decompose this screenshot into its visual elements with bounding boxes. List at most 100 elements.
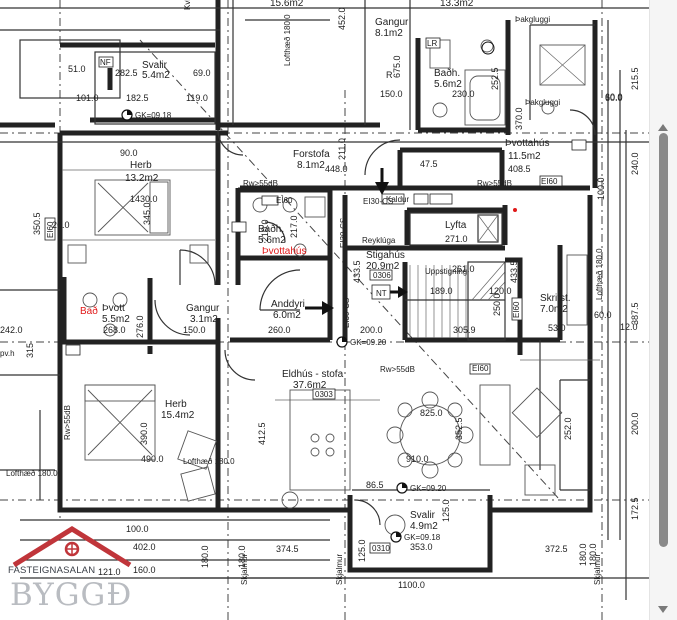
vertical-scrollbar[interactable] [649,0,677,620]
label-reyklugga: Reyklúga [362,236,396,245]
scroll-down-arrow-icon[interactable] [658,606,668,613]
label-kvist: Kvist [183,0,192,10]
dim-1800b: 180.0 [237,545,247,568]
label-pakgluggi-2: Þakgluggi [525,98,560,107]
label-lofthaed-right: Lofthæð 180.0 [595,248,604,300]
room-eldhus-name: Eldhús - stofa [282,369,344,380]
room-bath-mid-area: 5.6m2 [258,235,286,246]
label-ei30-cs-2: EI30-CS [339,218,348,248]
label-pv-h: pv.h [0,349,15,358]
company-logo [6,525,138,617]
label-top-area-2: 15.6m2 [270,0,304,9]
dim-600: 60.0 [594,310,612,320]
dim-475: 47.5 [420,159,438,169]
dim-1800: 180.0 [200,545,210,568]
dim-2825: 282.5 [115,68,138,78]
dim-1200a: 120.0 [489,286,512,296]
room-lyfta-dim: 271.0 [445,234,468,244]
dim-1500: 150.0 [183,325,206,335]
room-stigahus-name: Stigahús [366,250,405,261]
dim-4085: 408.5 [508,164,531,174]
dim-2000a: 200.0 [360,325,383,335]
room-svalir-bottom-name: Svalir [410,510,436,521]
room-gangur-mid-name: Gangur [186,303,220,314]
room-gangur-mid-area: 3.1m2 [190,314,218,325]
dim-2300: 230.0 [452,89,475,99]
dim-1725: 172.5 [630,497,640,520]
room-bvott-left-red-label: Bað [80,305,98,317]
dim-3900: 390.0 [139,422,149,445]
dim-120b: 12.0 [620,322,638,332]
room-forstofa-area: 8.1m2 [297,160,325,171]
dim-2500: 250.0 [492,293,502,316]
walls [0,0,598,573]
room-svalir-bottom-code: 0310 [372,544,390,553]
room-bath-mid-red-label: Þvottahús [262,246,306,257]
label-pakgluggi-1: Þakgluggi [515,15,550,24]
thin-lines [0,0,650,600]
dim-900: 90.0 [120,148,138,158]
room-herb-top-name: Herb [130,160,152,171]
doors [154,109,596,526]
dim-600c: 60.0 [605,93,623,103]
dim-2155: 215.5 [630,67,640,90]
room-stigahus-area: 20.9m2 [366,261,400,272]
scroll-up-arrow-icon[interactable] [658,124,668,131]
dim-1800d: 180.0 [588,543,598,566]
room-forstofa-name: Forstofa [293,149,330,160]
label-ei30-cs-1: EI30-CS [363,197,393,206]
label-gk-2: GK=09.20 [350,338,387,347]
room-bath-top-area: 5.6m2 [434,79,462,90]
dim-3059: 305.9 [453,325,476,335]
dim-1000b: 100.0 [596,177,606,200]
room-bath-top-name: Baðh. [434,67,460,79]
dim-3700: 370.0 [514,107,524,130]
dim-4335b: 433.5 [509,260,519,283]
label-lofthaed-top: Lofthæð 180.0 [283,14,292,66]
dim-1210: 121.0 [98,567,121,577]
room-herb-bottom-name: Herb [165,399,187,410]
room-eldhus-area: 37.6m2 [293,380,327,391]
dim-2610: 261.0 [452,264,475,274]
dim-1430: 1430.0 [130,194,158,204]
label-lr: LR [427,39,437,48]
label-ei60-1: EI60 [541,177,558,186]
room-gangur-top-area: 8.1m2 [375,28,403,39]
scrollbar-thumb[interactable] [659,133,668,547]
room-labels: Herb 13.2m2 Svalir 5.4m2 Forstofa 8.1m2 … [80,0,571,553]
dim-3745: 374.5 [276,544,299,554]
label-top-area-1: 13.3m2 [440,0,474,9]
label-gk-4: GK=09.18 [404,533,441,542]
label-skjalmur-2: Skjalmur [335,554,344,585]
label-ei60-5: EI60 [512,301,521,318]
room-eldhus-code: 0303 [315,390,333,399]
dim-600b: 60.0 [605,92,623,102]
label-skjalmur-1: Skjalmur [240,554,249,585]
dim-865: 86.5 [366,480,384,490]
label-r: R [386,70,393,80]
room-svalir-bottom-area: 4.9m2 [410,521,438,532]
floor-plan-drawing: Herb 13.2m2 Svalir 5.4m2 Forstofa 8.1m2 … [0,0,650,620]
tag-boxes [44,37,587,554]
dim-8250: 825.0 [420,408,443,418]
level-markers [121,41,517,543]
room-gangur-top-name: Gangur [375,17,409,28]
room-herb-bottom-area: 15.4m2 [161,410,195,421]
dim-2520: 252.0 [563,417,573,440]
room-stigahus-code: 0306 [373,271,391,280]
label-ei60-4: EI60 [46,221,55,238]
dim-1600: 160.0 [133,565,156,575]
dim-1825: 182.5 [126,93,149,103]
dim-1000: 100.0 [126,524,149,534]
dim-6750: 675.0 [392,55,402,78]
dim-2400: 240.0 [630,152,640,175]
label-nt: NT [376,289,387,298]
label-kaldur: Kaldur [386,195,409,204]
dim-2100: 210.0 [260,219,270,242]
label-gk-1: GK=09.18 [135,111,172,120]
label-uppstigning: Uppstigning [425,267,467,276]
dimension-labels: 51.0 282.5 69.0 101.0 182.5 119.0 90.0 1… [0,7,640,590]
dim-4525: 452.0 [337,7,347,30]
dim-3725: 372.5 [545,544,568,554]
dim-2000b: 200.0 [630,412,640,435]
